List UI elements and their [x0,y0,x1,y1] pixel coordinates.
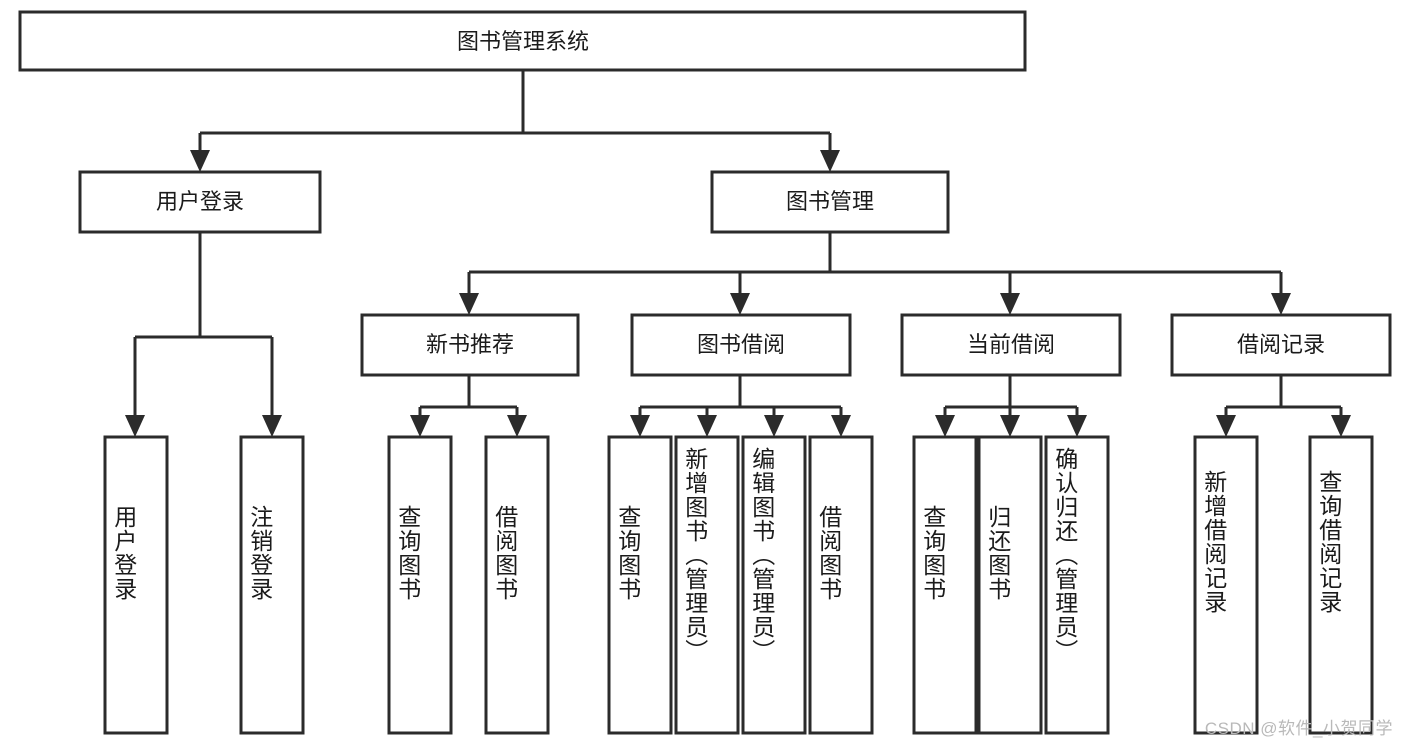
leaf-box-nbr-borrow[interactable] [484,435,550,735]
arrow-cb-leaf-1 [935,415,955,437]
leaf-box-bb-add[interactable] [674,435,740,735]
leaf-box-logout[interactable] [239,435,305,735]
arrow-br-leaf-2 [1331,415,1351,437]
arrow-to-user-login-leaf [125,415,145,437]
node-borrow-record-box[interactable] [1170,313,1392,377]
arrow-nbr-leaf-1 [410,415,430,437]
arrow-to-borrow-record [1271,293,1291,315]
arrow-bb-leaf-3 [764,415,784,437]
node-root-box[interactable] [18,10,1027,72]
csdn-watermark: CSDN @软件_小贺同学 [1204,719,1393,738]
node-new-book-recommend-box[interactable] [360,313,580,377]
leaf-box-bb-query[interactable] [607,435,673,735]
arrow-bb-leaf-4 [831,415,851,437]
connector-group [125,70,1351,437]
arrow-to-book-management [820,150,840,172]
leaf-box-br-add[interactable] [1193,435,1259,735]
node-user-login-label: 用户登录 [156,189,244,214]
node-current-borrow-box[interactable] [900,313,1122,377]
horizontal-label-group: 图书管理系统 用户登录 图书管理 新书推荐 图书借阅 当前借阅 借阅记录 [156,29,1325,357]
arrow-nbr-leaf-2 [507,415,527,437]
arrow-cb-leaf-2 [1000,415,1020,437]
arrow-to-current-borrow [1000,293,1020,315]
leaf-box-user-login[interactable] [103,435,169,735]
arrow-to-user-login [190,150,210,172]
node-book-management-box[interactable] [710,170,950,234]
arrow-bb-leaf-2 [697,415,717,437]
node-book-borrow-box[interactable] [630,313,852,377]
arrow-to-book-borrow [730,293,750,315]
arrow-bb-leaf-1 [630,415,650,437]
node-root-label: 图书管理系统 [457,29,589,54]
leaf-box-cb-query[interactable] [912,435,978,735]
arrow-to-logout-leaf [262,415,282,437]
leaf-box-nbr-query[interactable] [387,435,453,735]
leaf-box-cb-confirm[interactable] [1044,435,1110,735]
node-user-login-box[interactable] [78,170,322,234]
node-box-group [18,10,1392,735]
leaf-box-bb-edit[interactable] [741,435,807,735]
arrow-br-leaf-1 [1216,415,1236,437]
node-new-book-recommend-label: 新书推荐 [426,332,514,357]
arrow-cb-leaf-3 [1067,415,1087,437]
leaf-box-bb-borrow[interactable] [808,435,874,735]
node-book-borrow-label: 图书借阅 [697,332,785,357]
node-current-borrow-label: 当前借阅 [967,332,1055,357]
leaf-box-br-query[interactable] [1308,435,1374,735]
node-borrow-record-label: 借阅记录 [1237,332,1325,357]
arrow-to-new-book-recommend [459,293,479,315]
leaf-box-cb-return[interactable] [977,435,1043,735]
node-book-management-label: 图书管理 [786,189,874,214]
